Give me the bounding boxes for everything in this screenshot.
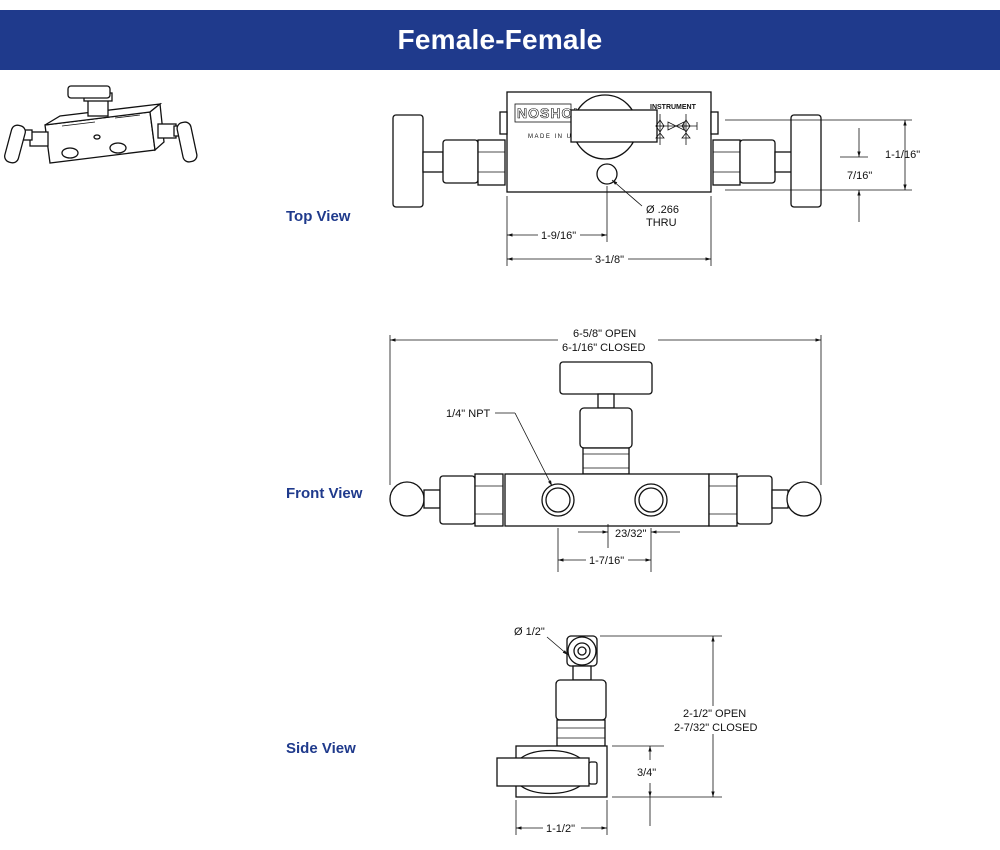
side-view-drawing: Ø 1/2" 2-1/2" OPEN 2-7/32" CLOSED 3/4" 1… (496, 626, 760, 835)
isometric-thumbnail (4, 85, 198, 164)
right-handle (790, 114, 822, 208)
svg-text:1-1/16": 1-1/16" (885, 149, 920, 161)
front-body (504, 473, 710, 527)
svg-text:2-1/2" OPEN: 2-1/2" OPEN (683, 708, 746, 720)
header-banner: Female-Female (0, 10, 1000, 70)
top-view-label: Top View (286, 208, 351, 225)
front-view-drawing: 6-5/8" OPEN 6-1/16" CLOSED 1/4" NPT (389, 327, 822, 572)
front-right-knob (786, 481, 822, 517)
front-top-handle (559, 361, 653, 395)
svg-text:NOSHOK: NOSHOK (517, 105, 584, 121)
svg-text:THRU: THRU (646, 217, 677, 229)
svg-text:1/4" NPT: 1/4" NPT (446, 408, 491, 420)
svg-text:Ø 1/2": Ø 1/2" (514, 626, 545, 638)
svg-text:Ø .266: Ø .266 (646, 204, 679, 216)
front-view-label: Front View (286, 485, 363, 502)
svg-text:6-5/8" OPEN: 6-5/8" OPEN (573, 328, 636, 340)
svg-text:1-1/2": 1-1/2" (546, 823, 575, 835)
svg-text:MADE IN U: MADE IN U (528, 134, 573, 140)
svg-text:23/32": 23/32" (615, 528, 647, 540)
svg-text:3-1/8": 3-1/8" (595, 254, 624, 266)
top-view-drawing: NOSHOK MADE IN U INSTRUMENT (392, 91, 920, 266)
side-view-label: Side View (286, 740, 356, 757)
svg-text:1-9/16": 1-9/16" (541, 230, 576, 242)
svg-text:6-1/16" CLOSED: 6-1/16" CLOSED (562, 342, 645, 354)
svg-text:7/16": 7/16" (847, 170, 872, 182)
through-hole (596, 163, 618, 185)
svg-text:1-7/16": 1-7/16" (589, 555, 624, 567)
page-title: Female-Female (397, 24, 603, 55)
top-handle (570, 109, 658, 143)
left-handle (392, 114, 424, 208)
front-left-knob (389, 481, 425, 517)
svg-text:2-7/32" CLOSED: 2-7/32" CLOSED (674, 722, 757, 734)
side-handle (496, 757, 590, 787)
svg-text:INSTRUMENT: INSTRUMENT (650, 104, 697, 111)
svg-text:3/4": 3/4" (637, 767, 656, 779)
